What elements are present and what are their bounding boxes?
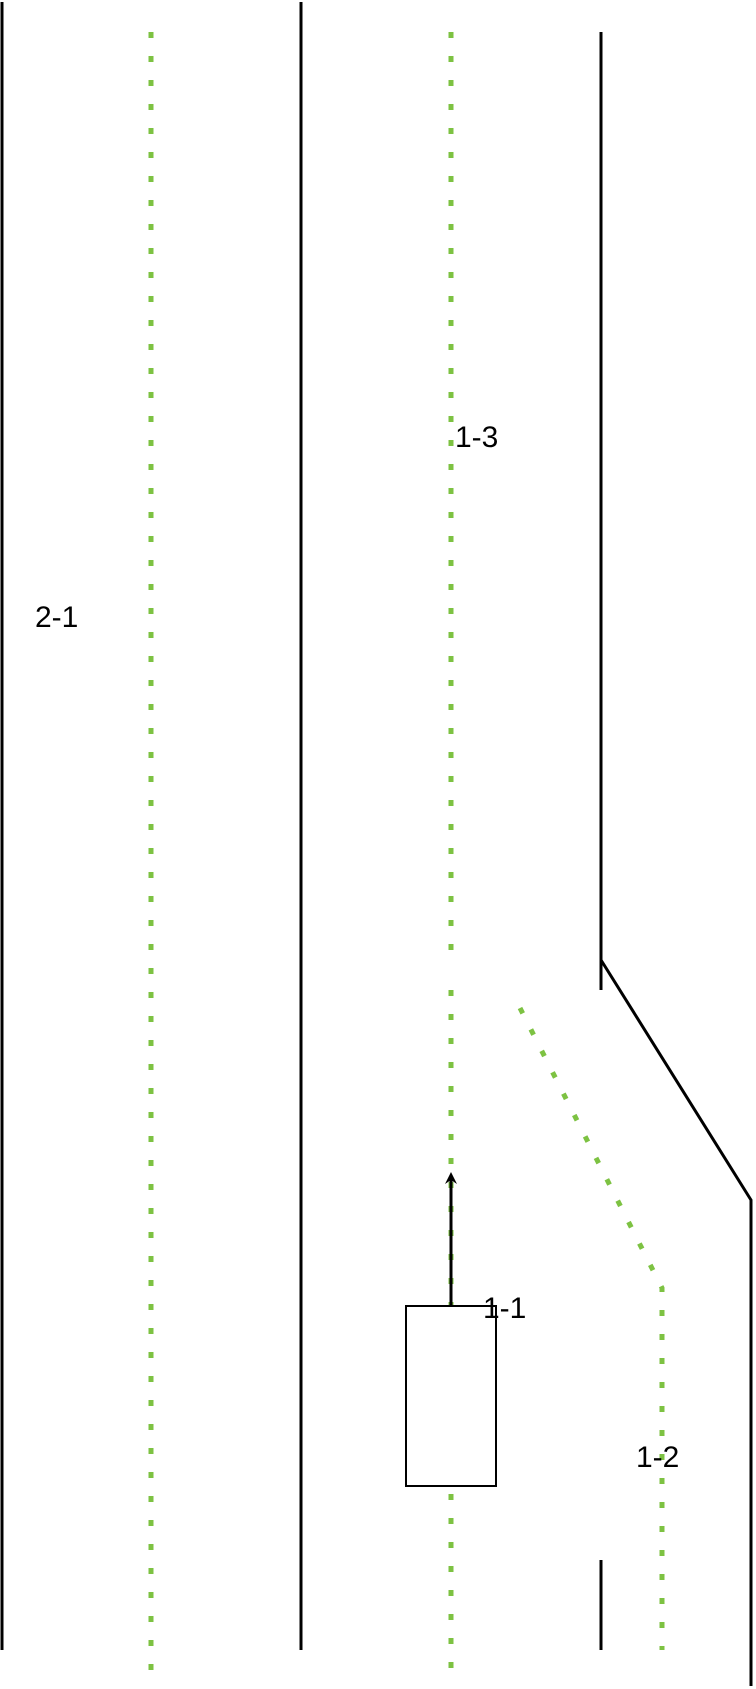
label-lane-1-2: 1-2 xyxy=(636,1441,679,1474)
label-lane-1-1: 1-1 xyxy=(483,1292,526,1325)
label-lane-1-3: 1-3 xyxy=(455,421,498,454)
ego-vehicle xyxy=(405,1172,497,1487)
label-lane-2-1: 2-1 xyxy=(35,601,78,634)
vehicle-body xyxy=(405,1305,497,1487)
lane-labels: 2-1 1-3 1-1 1-2 xyxy=(35,421,679,1474)
ramp-outer-edge xyxy=(599,959,753,1686)
lane-centerlines xyxy=(148,32,665,1686)
lane-1-2-centerline xyxy=(517,1006,665,1650)
